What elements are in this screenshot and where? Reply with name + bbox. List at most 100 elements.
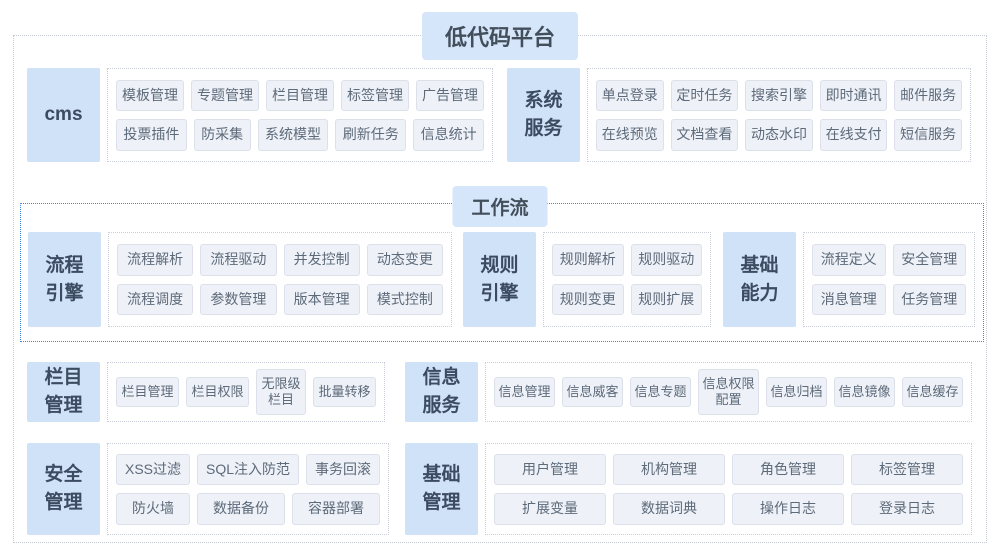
- feature-item: 规则驱动: [630, 244, 702, 276]
- feature-item: 信息管理: [494, 376, 555, 408]
- feature-item: 扩展变量: [494, 493, 606, 525]
- feature-item: 模式控制: [366, 283, 443, 315]
- basic-management-label: 基础 管理: [405, 443, 478, 535]
- feature-item: 文档查看: [670, 119, 739, 151]
- section-cms: cms 模板管理专题管理栏目管理标签管理广告管理 投票插件防采集系统模型刷新任务…: [27, 68, 493, 162]
- items-row: 规则变更规则扩展: [552, 283, 702, 315]
- items-row: 单点登录定时任务搜索引擎即时通讯邮件服务: [596, 79, 962, 111]
- column-management-label: 栏目 管理: [27, 362, 100, 422]
- feature-item: 信息缓存: [902, 376, 963, 408]
- feature-item: 短信服务: [894, 119, 962, 151]
- feature-item: 流程解析: [117, 244, 194, 276]
- process-engine-items-panel: 流程解析流程驱动并发控制动态变更 流程调度参数管理版本管理模式控制: [108, 232, 452, 327]
- page-title: 低代码平台: [421, 12, 579, 60]
- feature-item: SQL注入防范: [197, 453, 299, 485]
- feature-item: 操作日志: [732, 493, 844, 525]
- cms-items-panel: 模板管理专题管理栏目管理标签管理广告管理 投票插件防采集系统模型刷新任务信息统计: [107, 68, 493, 162]
- feature-item: 信息威客: [562, 376, 623, 408]
- feature-item: 在线预览: [596, 119, 664, 151]
- feature-item: 单点登录: [596, 79, 664, 111]
- feature-item: 流程驱动: [200, 244, 277, 276]
- feature-item: XSS过滤: [116, 453, 190, 485]
- feature-item: 任务管理: [892, 283, 966, 315]
- feature-item: 标签管理: [341, 79, 409, 111]
- feature-item: 信息镜像: [834, 376, 895, 408]
- section-rule-engine: 规则 引擎 规则解析规则驱动 规则变更规则扩展: [463, 232, 711, 327]
- feature-item: 参数管理: [200, 283, 277, 315]
- basic-capability-label: 基础 能力: [723, 232, 796, 327]
- feature-item: 信息归档: [766, 376, 827, 408]
- items-row: 流程定义安全管理: [812, 244, 966, 276]
- feature-item: 防采集: [193, 119, 251, 151]
- items-row: 流程调度参数管理版本管理模式控制: [117, 283, 443, 315]
- system-services-items-panel: 单点登录定时任务搜索引擎即时通讯邮件服务 在线预览文档查看动态水印在线支付短信服…: [587, 68, 971, 162]
- section-column-management: 栏目 管理 栏目管理栏目权限无限级 栏目批量转移: [27, 362, 385, 422]
- feature-item: 防火墙: [116, 493, 190, 525]
- info-services-items-panel: 信息管理信息威客信息专题信息权限 配置信息归档信息镜像信息缓存: [485, 362, 972, 422]
- feature-item: 邮件服务: [894, 79, 962, 111]
- section-basic-management: 基础 管理 用户管理机构管理角色管理标签管理 扩展变量数据词典操作日志登录日志: [405, 443, 972, 535]
- basic-capability-items-panel: 流程定义安全管理 消息管理任务管理: [803, 232, 975, 327]
- feature-item: 事务回滚: [306, 453, 380, 485]
- feature-item: 登录日志: [851, 493, 963, 525]
- feature-item: 动态变更: [366, 244, 443, 276]
- feature-item: 栏目管理: [266, 79, 334, 111]
- cms-label: cms: [27, 68, 100, 162]
- feature-item: 栏目管理: [116, 376, 179, 408]
- feature-item: 在线支付: [819, 119, 888, 151]
- feature-item: 批量转移: [313, 376, 376, 408]
- feature-item: 流程调度: [117, 283, 194, 315]
- system-services-label: 系统 服务: [507, 68, 580, 162]
- feature-item: 即时通讯: [819, 79, 888, 111]
- feature-item: 消息管理: [812, 283, 886, 315]
- rule-engine-label: 规则 引擎: [463, 232, 536, 327]
- process-engine-label: 流程 引擎: [28, 232, 101, 327]
- feature-item: 动态水印: [745, 119, 813, 151]
- section-process-engine: 流程 引擎 流程解析流程驱动并发控制动态变更 流程调度参数管理版本管理模式控制: [28, 232, 452, 327]
- security-management-label: 安全 管理: [27, 443, 100, 535]
- feature-item: 安全管理: [892, 244, 966, 276]
- feature-item: 栏目权限: [186, 376, 249, 408]
- feature-item: 无限级 栏目: [256, 368, 306, 416]
- feature-item: 版本管理: [283, 283, 360, 315]
- items-row: 防火墙数据备份容器部署: [116, 493, 380, 525]
- feature-item: 信息权限 配置: [698, 368, 759, 416]
- feature-item: 流程定义: [812, 244, 886, 276]
- items-row: 信息管理信息威客信息专题信息权限 配置信息归档信息镜像信息缓存: [494, 368, 963, 416]
- rule-engine-items-panel: 规则解析规则驱动 规则变更规则扩展: [543, 232, 711, 327]
- feature-item: 搜索引擎: [745, 79, 813, 111]
- feature-item: 容器部署: [292, 493, 380, 525]
- feature-item: 角色管理: [732, 453, 844, 485]
- feature-item: 并发控制: [283, 244, 360, 276]
- feature-item: 刷新任务: [335, 119, 407, 151]
- feature-item: 投票插件: [116, 119, 187, 151]
- feature-item: 广告管理: [416, 79, 484, 111]
- feature-item: 规则扩展: [630, 283, 702, 315]
- items-row: 扩展变量数据词典操作日志登录日志: [494, 493, 963, 525]
- feature-item: 定时任务: [670, 79, 739, 111]
- items-row: 投票插件防采集系统模型刷新任务信息统计: [116, 119, 484, 151]
- feature-item: 用户管理: [494, 453, 606, 485]
- feature-item: 系统模型: [257, 119, 329, 151]
- items-row: 模板管理专题管理栏目管理标签管理广告管理: [116, 79, 484, 111]
- section-system-services: 系统 服务 单点登录定时任务搜索引擎即时通讯邮件服务 在线预览文档查看动态水印在…: [507, 68, 971, 162]
- info-services-label: 信息 服务: [405, 362, 478, 422]
- workflow-section-title: 工作流: [452, 186, 548, 227]
- items-row: 栏目管理栏目权限无限级 栏目批量转移: [116, 368, 376, 416]
- items-row: 流程解析流程驱动并发控制动态变更: [117, 244, 443, 276]
- feature-item: 标签管理: [851, 453, 963, 485]
- section-info-services: 信息 服务 信息管理信息威客信息专题信息权限 配置信息归档信息镜像信息缓存: [405, 362, 972, 422]
- items-row: 用户管理机构管理角色管理标签管理: [494, 453, 963, 485]
- feature-item: 模板管理: [116, 79, 184, 111]
- items-row: 在线预览文档查看动态水印在线支付短信服务: [596, 119, 962, 151]
- feature-item: 数据备份: [197, 493, 285, 525]
- section-basic-capability: 基础 能力 流程定义安全管理 消息管理任务管理: [723, 232, 975, 327]
- feature-item: 数据词典: [613, 493, 725, 525]
- feature-item: 信息统计: [413, 119, 484, 151]
- items-row: 消息管理任务管理: [812, 283, 966, 315]
- column-management-items-panel: 栏目管理栏目权限无限级 栏目批量转移: [107, 362, 385, 422]
